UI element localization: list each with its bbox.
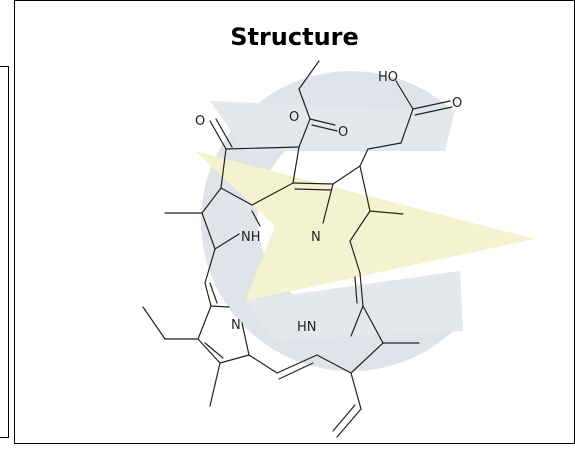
bond-pyrrole-a4 [201,212,216,250]
bond-pyrrole-d1 [241,322,250,356]
bond-pyrrole-d5 [219,354,250,364]
bond-acid-carbonyl-double [414,106,453,116]
left-panel-border [0,66,9,438]
watermark-swoosh-top [210,101,455,151]
bond-ester-carbonyl-double [311,124,338,132]
bond-pyrrole-d3 [197,305,212,340]
bond-meso-left-2 [204,282,212,307]
bond-propanoate-1 [359,148,369,167]
bond-pyrrole-a2 [251,182,294,206]
bond-methyl-bl [209,362,221,407]
atom-o-ester-carbonyl: O [338,125,348,140]
bond-meso-bottom-2 [248,354,278,374]
bond-e-ring-top [225,146,300,150]
bond-vinyl-1 [350,372,362,410]
structure-panel: Structure [14,0,575,444]
bond-pyrrole-a5 [214,233,240,250]
bond-pyrrole-a6 [251,210,261,227]
bond-pyrrole-c1 [350,305,364,337]
atom-n-bottom: N [231,318,241,333]
atom-o-ester-single: O [289,110,299,125]
bond-propanoate-3 [400,108,414,144]
bond-ester-o [298,88,311,120]
bond-meso-left [204,248,216,284]
bond-meso-right [349,240,361,274]
bond-meso-bottom-double [278,362,314,380]
bond-e-ring-right [292,146,300,184]
bond-ester-to-ring [298,118,311,148]
bond-acid-carbonyl [412,100,451,110]
bond-ring-b1 [332,165,361,185]
bond-ring-b4 [322,183,334,224]
bond-meso-bottom [276,354,318,374]
bond-methyl-right [369,210,404,215]
bond-meso-right-double [354,276,358,304]
atom-hn-bottom: HN [297,320,317,335]
bond-e-ring-left [220,148,227,189]
bonds [142,60,453,438]
bond-ethyl-2 [142,306,166,340]
bond-vinyl-2 [336,408,362,438]
bond-pyrrole-d4 [197,338,221,364]
bond-ester-methyl [298,60,320,90]
bond-ring-b3 [349,210,371,242]
bond-pyrrole-c2 [362,305,384,344]
bond-keto-double [215,118,233,148]
bond-meso-left-double [209,282,218,304]
watermark-swoosh-bottom [245,271,463,341]
bond-pyrrole-c4 [316,354,352,374]
atom-nh-top: NH [241,230,261,245]
watermark-swoosh-yellow [195,151,535,301]
bond-meso-top [292,182,334,185]
molecule-structure: HO O O O O NH N N HN [142,60,462,438]
atom-o-acid: O [452,96,462,111]
bond-pyrrole-c3 [350,342,384,374]
bond-ester-carbonyl [309,118,336,126]
atom-labels: HO O O O O NH N N HN [195,70,462,335]
watermark-logo [195,71,535,372]
bond-meso-top-double [294,188,332,191]
bond-vinyl-double [332,404,356,432]
atom-o-keto: O [195,114,205,129]
atom-n-top: N [311,230,321,245]
structure-title: Structure [230,23,359,51]
bond-pyrrole-a3 [201,187,222,214]
bond-ring-b2 [359,165,371,212]
bond-pyrrole-d2 [210,305,230,308]
bond-pyrrole-d6 [204,342,224,359]
bond-keto [209,120,227,150]
bond-acid-oh [395,80,414,110]
atom-ho: HO [378,70,398,85]
bond-meso-right-2 [359,272,364,307]
bond-pyrrole-a1 [220,187,253,206]
bond-propanoate-2 [367,142,402,150]
